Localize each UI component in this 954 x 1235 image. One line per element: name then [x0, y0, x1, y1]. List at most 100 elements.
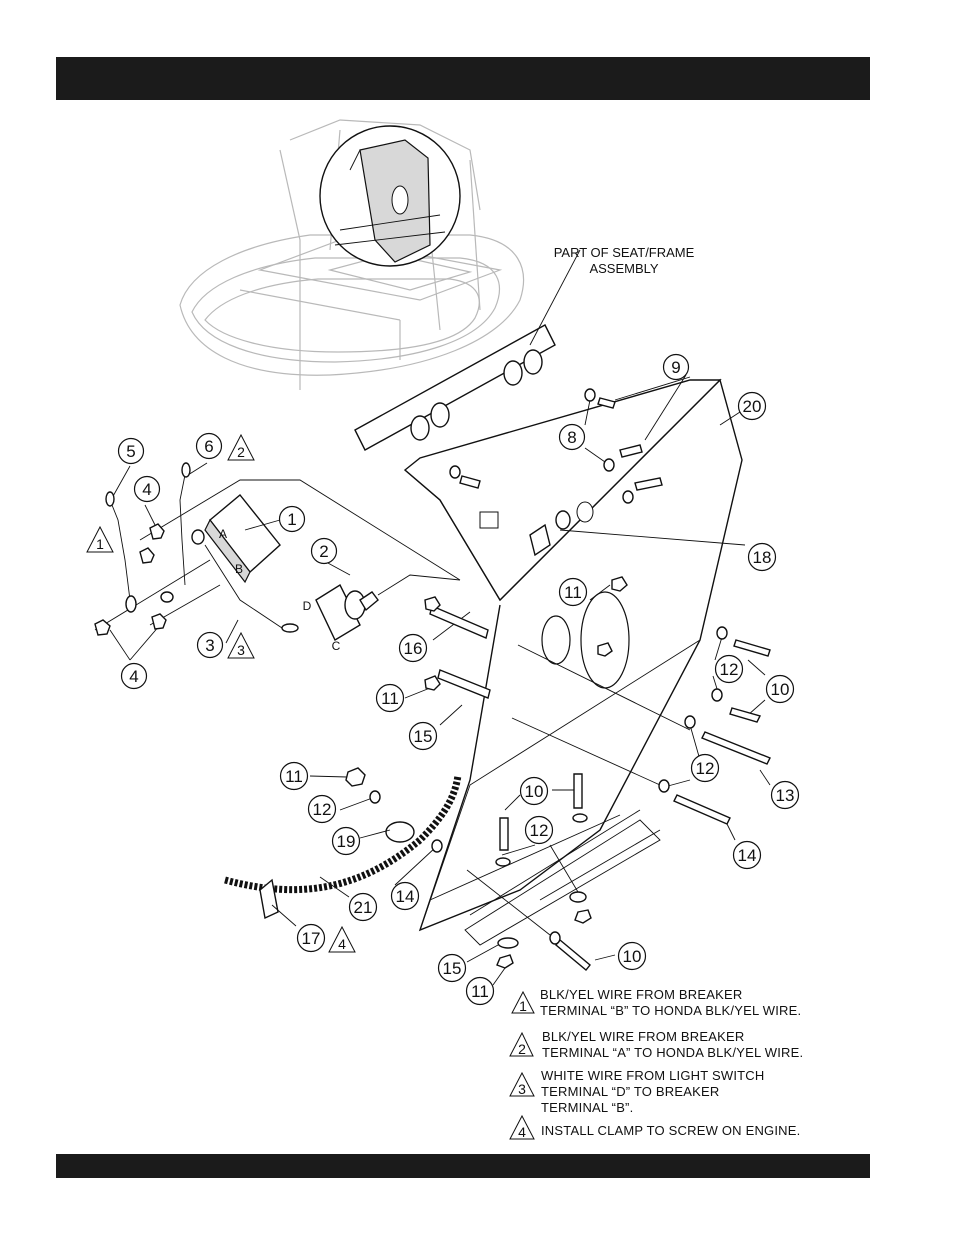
- callout-circle: [196, 631, 224, 659]
- wires: [94, 474, 461, 631]
- terminal-letter-c: C: [332, 639, 341, 653]
- callout-10: 10: [519, 776, 549, 806]
- callout-circle: [398, 633, 428, 663]
- callout-number: 3: [205, 636, 214, 655]
- callout-10: 10: [765, 674, 795, 704]
- callout-12: 12: [307, 794, 337, 824]
- callout-circle: [408, 721, 438, 751]
- note-3-line-3: TERMINAL “B”.: [541, 1100, 633, 1115]
- callout-circle: [117, 437, 145, 465]
- note-2-line-1: BLK/YEL WIRE FROM BREAKER: [542, 1029, 744, 1044]
- callout-number: 14: [738, 846, 757, 865]
- callout-12: 12: [690, 753, 720, 783]
- callout-number: 4: [129, 667, 138, 686]
- callout-13: 13: [770, 780, 800, 810]
- note-4-line-1: INSTALL CLAMP TO SCREW ON ENGINE.: [541, 1123, 800, 1138]
- callout-circle: [747, 542, 777, 572]
- callout-number: 12: [313, 800, 332, 819]
- callout-14: 14: [732, 840, 762, 870]
- flag-triangle: [86, 525, 114, 553]
- callout-number: 15: [414, 727, 433, 746]
- callout-12: 12: [714, 654, 744, 684]
- callout-circle: [195, 432, 223, 460]
- magnified-detail: [319, 125, 461, 267]
- callout-1: 1: [278, 505, 306, 533]
- callout-8: 8: [558, 423, 586, 451]
- callout-2: 2: [310, 537, 338, 565]
- flag-triangle: [328, 925, 356, 953]
- callout-number: 16: [404, 639, 423, 658]
- callout-circle: [307, 794, 337, 824]
- note-1-line-1: BLK/YEL WIRE FROM BREAKER: [540, 987, 742, 1002]
- note-4-flag: 4: [518, 1124, 526, 1140]
- callout-circle: [662, 353, 690, 381]
- note-3-line-1: WHITE WIRE FROM LIGHT SWITCH: [541, 1068, 764, 1083]
- callout-circle: [120, 662, 148, 690]
- flag-3: 3: [227, 631, 255, 659]
- callout-number: 12: [530, 821, 549, 840]
- notes-block: 1 BLK/YEL WIRE FROM BREAKER TERMINAL “B”…: [509, 987, 803, 1140]
- callout-circle: [390, 881, 420, 911]
- terminal-letter-a: A: [219, 527, 227, 541]
- seat-frame-label-line-1: PART OF SEAT/FRAME: [554, 245, 695, 260]
- callout-circle: [437, 953, 467, 983]
- header-bar: [56, 57, 870, 100]
- callout-20: 20: [737, 391, 767, 421]
- flag-triangle: [227, 433, 255, 461]
- callout-number: 5: [126, 442, 135, 461]
- callout-16: 16: [398, 633, 428, 663]
- callout-15: 15: [437, 953, 467, 983]
- callout-4: 4: [120, 662, 148, 690]
- terminal-letter-b: B: [235, 562, 243, 576]
- callout-circle: [524, 815, 554, 845]
- callout-circle: [465, 976, 495, 1006]
- flag-number: 4: [338, 936, 346, 952]
- callout-number: 6: [204, 437, 213, 456]
- note-2-flag: 2: [518, 1041, 526, 1057]
- callout-circle: [737, 391, 767, 421]
- breaker: [204, 494, 281, 584]
- callout-number: 2: [319, 542, 328, 561]
- callout-number: 15: [443, 959, 462, 978]
- callout-circle: [770, 780, 800, 810]
- callout-14: 14: [390, 881, 420, 911]
- callout-4: 4: [133, 475, 161, 503]
- callout-17: 17: [296, 923, 326, 953]
- callout-circle: [375, 683, 405, 713]
- callout-number: 12: [696, 759, 715, 778]
- callout-circle: [296, 923, 326, 953]
- callout-circle: [310, 537, 338, 565]
- flag-1: 1: [86, 525, 114, 553]
- flag-number: 2: [237, 444, 245, 460]
- callout-circle: [732, 840, 762, 870]
- callout-circle: [690, 753, 720, 783]
- callout-number: 20: [743, 397, 762, 416]
- callout-circle: [133, 475, 161, 503]
- callout-11: 11: [375, 683, 405, 713]
- callout-number: 19: [337, 832, 356, 851]
- light-switch: [315, 583, 379, 641]
- flag-number: 1: [96, 536, 104, 552]
- seat-frame-label-line-2: ASSEMBLY: [589, 261, 658, 276]
- note-4: 4 INSTALL CLAMP TO SCREW ON ENGINE.: [509, 1114, 800, 1140]
- callout-number: 11: [381, 689, 399, 708]
- hardware: [94, 388, 771, 971]
- flag-2: 2: [227, 433, 255, 461]
- callout-12: 12: [524, 815, 554, 845]
- callout-number: 17: [302, 929, 321, 948]
- note-1-flag: 1: [519, 998, 527, 1014]
- engine-grille: [464, 809, 661, 946]
- callout-19: 19: [331, 826, 361, 856]
- callout-circle: [558, 423, 586, 451]
- callout-number: 11: [564, 583, 582, 602]
- callout-number: 12: [720, 660, 739, 679]
- callout-circle: [558, 577, 588, 607]
- callout-number: 13: [776, 786, 795, 805]
- callout-number: 11: [285, 767, 303, 786]
- callout-circle: [278, 505, 306, 533]
- callout-number: 8: [567, 428, 576, 447]
